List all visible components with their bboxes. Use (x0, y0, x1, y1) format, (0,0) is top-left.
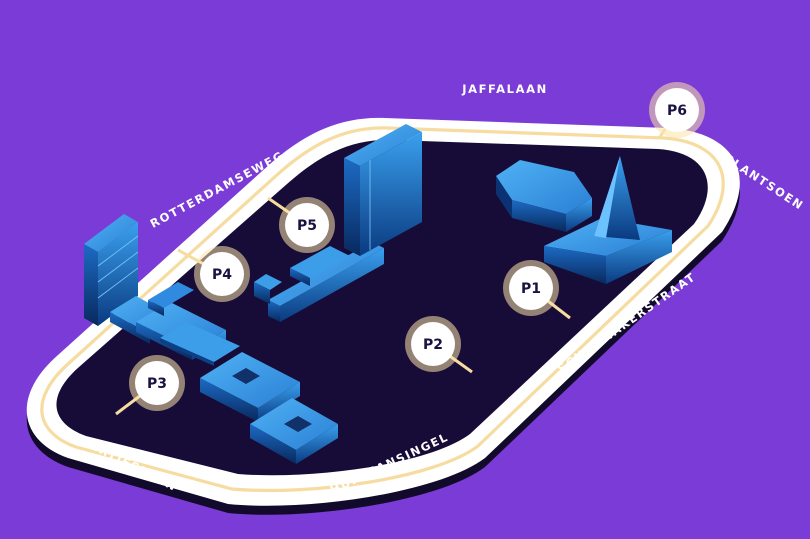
building-left-tower (84, 214, 139, 326)
building-low-complex (110, 282, 240, 366)
building-right-complex (496, 160, 592, 232)
marker-p2[interactable]: P2 (405, 316, 473, 374)
marker-p5-label: P5 (297, 218, 317, 234)
marker-p4[interactable]: P4 (177, 246, 250, 302)
building-long-block (254, 242, 384, 322)
marker-p1-label: P1 (521, 281, 541, 297)
building-courtyard-block (200, 352, 338, 464)
building-cone (544, 156, 672, 284)
marker-p2-label: P2 (423, 337, 443, 353)
marker-p3-label: P3 (147, 376, 167, 392)
building-tall-tower (344, 124, 422, 256)
marker-p4-label: P4 (212, 267, 232, 283)
marker-p5[interactable]: P5 (267, 196, 335, 253)
marker-p6-label: P6 (667, 103, 687, 119)
track-ring (40, 126, 725, 493)
parking-markers: P1 P2 P3 P4 P5 (115, 82, 705, 416)
marker-p3[interactable]: P3 (115, 355, 185, 416)
marker-p1[interactable]: P1 (503, 260, 571, 320)
street-label-jaffalaan: JAFFALAAN (461, 82, 548, 96)
marker-p6[interactable]: P6 (649, 82, 705, 138)
buildings (84, 124, 672, 464)
